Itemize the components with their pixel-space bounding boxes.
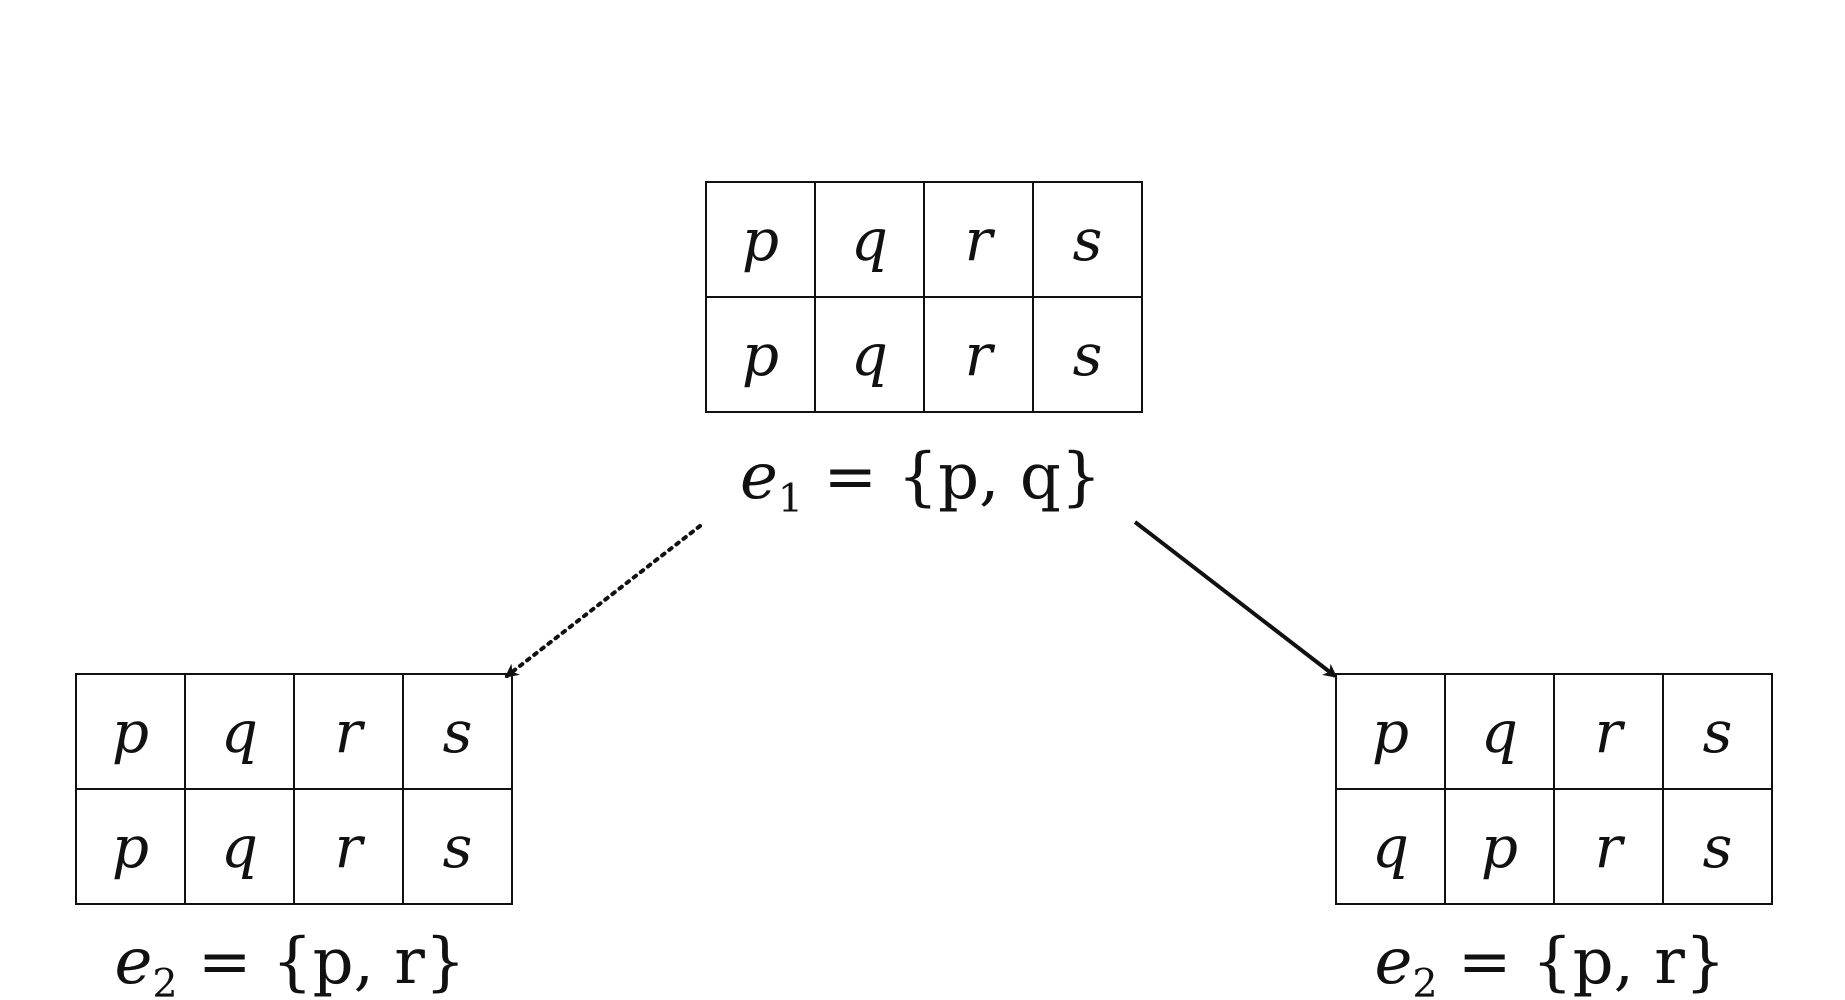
caption-set: = {p, r}	[1457, 925, 1726, 999]
permutation-table-right: p q r s q p r s	[1335, 673, 1773, 905]
table-cell: p	[705, 181, 816, 298]
table-cell: q	[1444, 673, 1555, 790]
caption-variable: e	[740, 440, 778, 514]
table-row: p q r s	[1335, 673, 1773, 790]
table-row: p q r s	[705, 181, 1143, 298]
edge-solid-top-to-right	[1133, 520, 1338, 678]
table-cell: s	[1662, 673, 1773, 790]
table-cell: s	[1662, 788, 1773, 905]
table-row: p q r s	[75, 673, 513, 790]
table-cell: s	[1032, 181, 1143, 298]
table-cell: s	[402, 673, 513, 790]
caption-index: 2	[152, 960, 178, 1000]
caption-set: = {p, r}	[197, 925, 466, 999]
table-cell: r	[293, 788, 404, 905]
table-cell: p	[1335, 673, 1446, 790]
caption-variable: e	[1374, 925, 1413, 999]
permutation-table-left: p q r s p q r s	[75, 673, 513, 905]
caption-variable: e	[114, 925, 153, 999]
table-cell: r	[1553, 788, 1664, 905]
table-cell: p	[75, 788, 186, 905]
permutation-table-top: p q r s p q r s	[705, 181, 1143, 413]
caption-right: e2 = {p, r}	[1360, 925, 1740, 1000]
table-row: p q r s	[705, 296, 1143, 413]
caption-left: e2 = {p, r}	[100, 925, 480, 1000]
caption-index: 1	[777, 475, 804, 522]
table-cell: r	[1553, 673, 1664, 790]
table-cell: r	[923, 296, 1034, 413]
table-row: q p r s	[1335, 788, 1773, 905]
table-cell: q	[1335, 788, 1446, 905]
caption-set: = {p, q}	[823, 440, 1102, 514]
table-row: p q r s	[75, 788, 513, 905]
table-cell: s	[402, 788, 513, 905]
table-cell: p	[705, 296, 816, 413]
table-cell: s	[1032, 296, 1143, 413]
table-cell: q	[814, 296, 925, 413]
caption-top: e1 = {p, q}	[740, 440, 1102, 522]
table-cell: r	[923, 181, 1034, 298]
table-cell: p	[1444, 788, 1555, 905]
table-cell: p	[75, 673, 186, 790]
table-cell: q	[814, 181, 925, 298]
caption-index: 2	[1412, 960, 1438, 1000]
table-cell: q	[184, 673, 295, 790]
edge-dotted-top-to-left	[504, 524, 702, 678]
table-cell: r	[293, 673, 404, 790]
table-cell: q	[184, 788, 295, 905]
